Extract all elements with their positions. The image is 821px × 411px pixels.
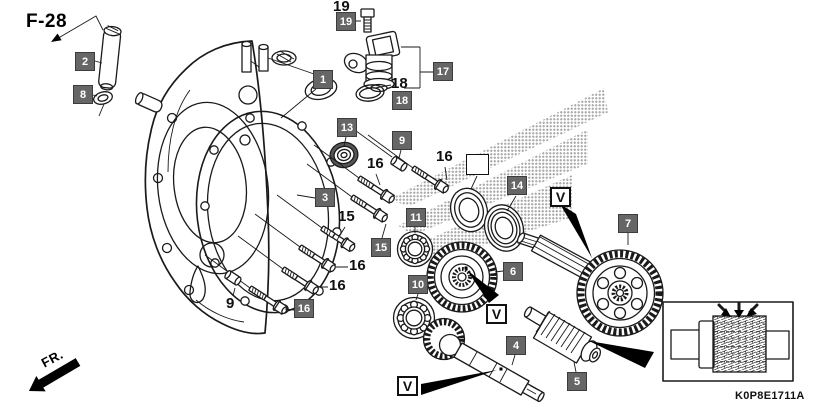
part-callout-box[interactable]: 18 (392, 91, 412, 110)
part-callout-box[interactable]: 7 (618, 214, 638, 233)
part-callout-label[interactable]: 18 (391, 75, 408, 92)
part-callout-label[interactable]: 16 (349, 257, 366, 274)
leader-lines (54, 15, 629, 373)
part-callout-box[interactable]: 5 (567, 372, 587, 391)
apply-arrows-icon (717, 301, 759, 318)
tube-clip-art (93, 91, 113, 105)
pinion-gear-art (523, 306, 602, 364)
v-pointer-arrow (51, 33, 654, 395)
part-callout-label[interactable]: 19 (333, 0, 350, 15)
bearing-14-art (483, 204, 525, 252)
part-callout-box[interactable]: 11 (406, 208, 426, 227)
part-callout-box[interactable]: 19 (336, 12, 356, 31)
v-mark: V (550, 187, 571, 207)
drive-shaft-art (422, 317, 545, 403)
part-callout-box[interactable]: 17 (433, 62, 453, 81)
part-callout-box[interactable]: 14 (507, 176, 527, 195)
figure-reference-link[interactable]: F-28 (26, 11, 68, 32)
part-callout-box[interactable]: 9 (392, 131, 412, 150)
oil-seal-art (329, 141, 359, 169)
part-callout-box[interactable]: 15 (371, 238, 391, 257)
dowel-pin-art (224, 156, 408, 286)
breather-tube-art (98, 25, 122, 91)
sensor-bolt-art (360, 8, 375, 33)
part-callout-box[interactable]: 1 (313, 70, 333, 89)
flange-bolt-art (248, 165, 449, 315)
v-mark: V (486, 304, 507, 324)
driven-gear-art (426, 241, 498, 313)
spline-detail-inset (662, 301, 794, 382)
part-callout-label[interactable]: 16 (436, 148, 453, 165)
part-callout-label[interactable]: 16 (367, 155, 384, 172)
part-callout-box[interactable]: 8 (73, 85, 93, 104)
part-callout-box[interactable]: 13 (337, 118, 357, 137)
part-callout-box[interactable]: 16 (294, 299, 314, 318)
part-callout-box[interactable]: 2 (75, 52, 95, 71)
part-callout-box[interactable]: 3 (315, 188, 335, 207)
part-callout-box[interactable]: 4 (506, 336, 526, 355)
v-mark: V (397, 376, 418, 396)
part-callout-box[interactable]: 6 (503, 262, 523, 281)
part-callout-label[interactable]: 15 (338, 208, 355, 225)
empty-callout-box (466, 154, 489, 175)
part-callout-label[interactable]: 16 (329, 277, 346, 294)
front-direction-arrow (29, 358, 81, 392)
part-callout-label[interactable]: 9 (226, 295, 235, 312)
o-ring-art (355, 84, 385, 102)
washer-art (449, 187, 489, 233)
bearing-art (392, 230, 436, 340)
drawing-code: K0P8E1711A (735, 390, 805, 402)
final-gear-shaft-art (516, 232, 664, 337)
part-callout-box[interactable]: 10 (408, 275, 428, 294)
